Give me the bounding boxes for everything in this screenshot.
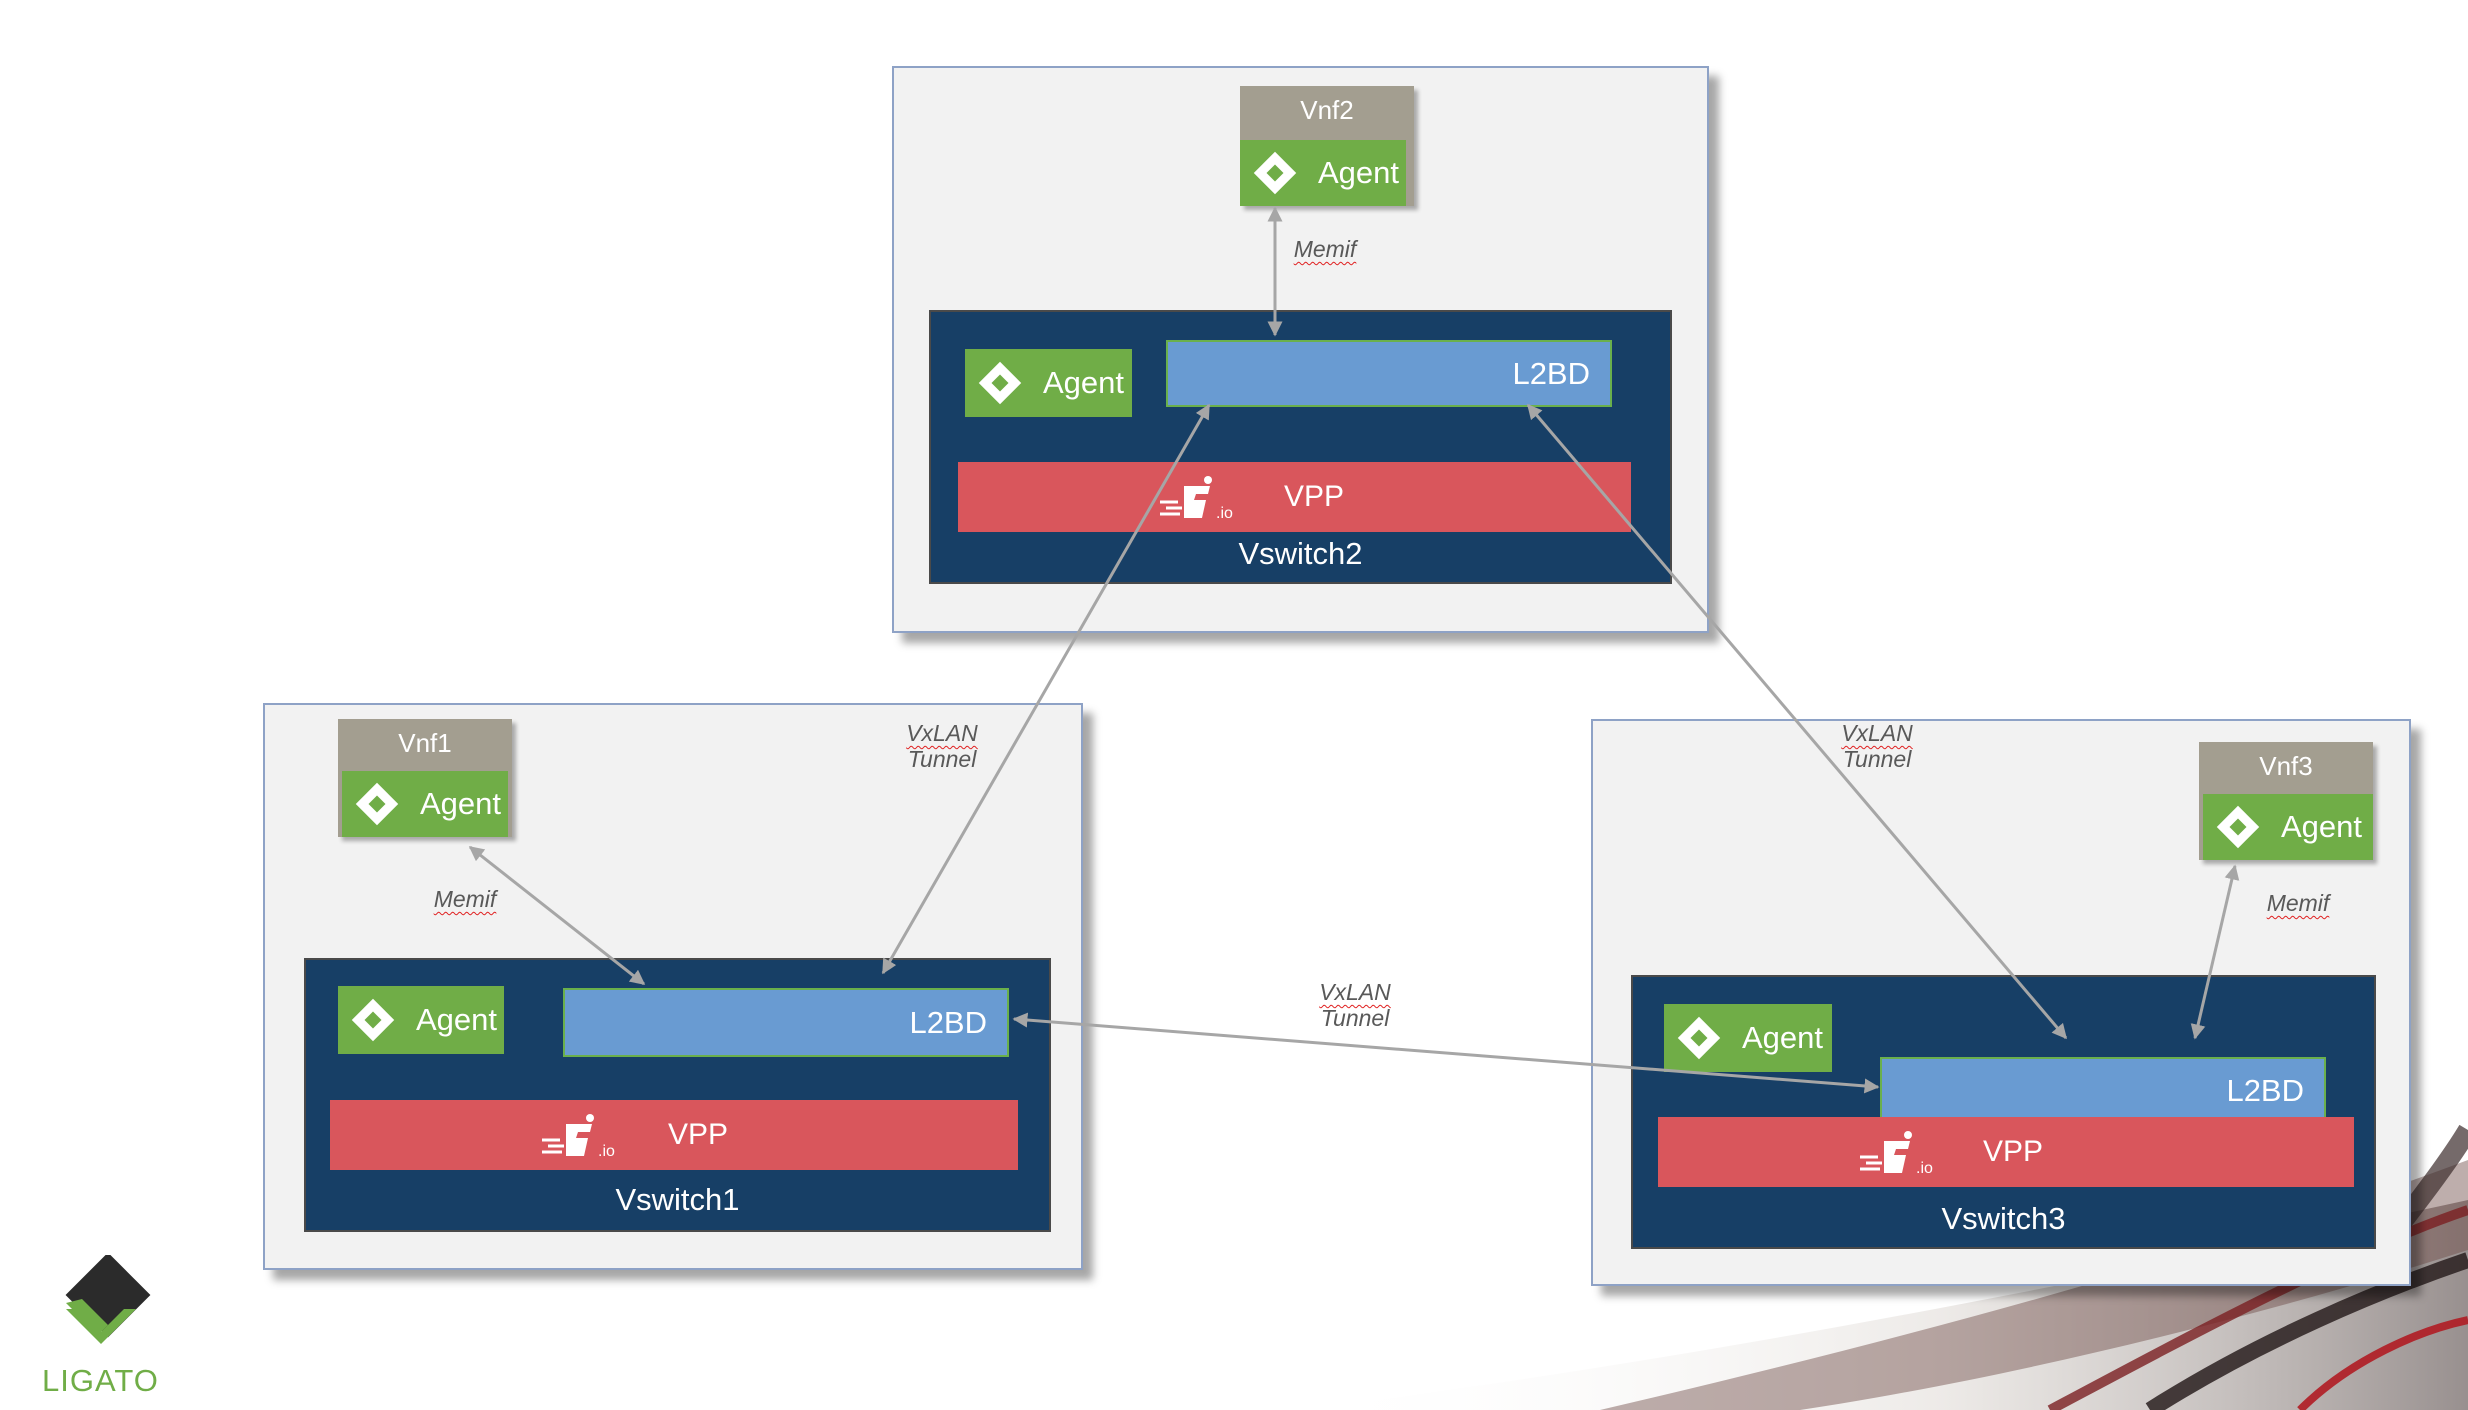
vswitch3-box: Agent L2BD .io VPP Vswitch3 bbox=[1631, 975, 2376, 1249]
fd-io-logo: .io bbox=[542, 1114, 615, 1160]
vnf1-agent[interactable]: Agent bbox=[342, 771, 508, 837]
ligato-wordmark: LIGATO bbox=[42, 1363, 159, 1398]
ligato-diamond-icon bbox=[978, 361, 1022, 405]
vxlan-link-vswitch2-vswitch3 bbox=[1526, 403, 2068, 1040]
vswitch3-memif-label: Memif bbox=[2266, 890, 2330, 916]
vswitch3-vpp-label: VPP bbox=[1983, 1135, 2044, 1168]
vswitch2-memif-label: Memif bbox=[1293, 236, 1357, 262]
vswitch3-l2bd[interactable]: L2BD bbox=[1880, 1057, 2326, 1124]
vnf2-title: Vnf2 bbox=[1300, 95, 1354, 125]
vswitch1-vpp[interactable]: .io VPP bbox=[330, 1100, 1018, 1170]
vswitch1-vpp-label: VPP bbox=[668, 1118, 729, 1151]
memif-link-vswitch3 bbox=[2190, 864, 2240, 1040]
vswitch1-l2bd[interactable]: L2BD bbox=[563, 988, 1009, 1057]
vxlan-link-vswitch1-vswitch3 bbox=[1012, 1012, 1880, 1094]
ligato-diamond-icon bbox=[2216, 805, 2260, 849]
fd-io-logo: .io bbox=[1860, 1131, 1933, 1177]
vswitch3-name: Vswitch3 bbox=[1941, 1201, 2066, 1236]
memif-link-vswitch1 bbox=[468, 845, 646, 986]
ligato-logo bbox=[65, 1255, 151, 1344]
vnf2-agent[interactable]: Agent bbox=[1240, 140, 1406, 206]
svg-text:.io: .io bbox=[1216, 505, 1233, 522]
vnf3-agent-label: Agent bbox=[2281, 809, 2363, 844]
vswitch1-agent-label: Agent bbox=[416, 1002, 498, 1037]
vxlan-link-vswitch1-vswitch2 bbox=[881, 403, 1211, 975]
vswitch1-name: Vswitch1 bbox=[615, 1182, 740, 1217]
vnf3-box[interactable]: Vnf3 Agent bbox=[2199, 742, 2373, 860]
vswitch1-agent[interactable]: Agent bbox=[338, 986, 504, 1054]
vnf3-title: Vnf3 bbox=[2259, 751, 2313, 781]
vnf2-box[interactable]: Vnf2 Agent bbox=[1240, 86, 1414, 206]
vswitch2-vpp-label: VPP bbox=[1284, 480, 1345, 513]
vswitch2-l2bd[interactable]: L2BD bbox=[1166, 340, 1612, 407]
ligato-diamond-icon bbox=[351, 998, 395, 1042]
vnf1-box[interactable]: Vnf1 Agent bbox=[338, 719, 512, 837]
svg-text:.io: .io bbox=[598, 1143, 615, 1160]
svg-text:.io: .io bbox=[1916, 1160, 1933, 1177]
vswitch3-vpp[interactable]: .io VPP bbox=[1658, 1117, 2354, 1187]
vnf1-title: Vnf1 bbox=[398, 728, 452, 758]
vnf1-agent-label: Agent bbox=[420, 786, 502, 821]
vnf3-agent[interactable]: Agent bbox=[2203, 794, 2373, 860]
vswitch2-agent-label: Agent bbox=[1043, 365, 1125, 400]
ligato-diamond-icon bbox=[1253, 151, 1297, 195]
vswitch1-box: Agent L2BD .io VPP Vswitch1 bbox=[304, 958, 1051, 1232]
vnf2-agent-label: Agent bbox=[1318, 155, 1400, 190]
ligato-diamond-icon bbox=[355, 782, 399, 826]
vswitch2-name: Vswitch2 bbox=[1238, 536, 1363, 571]
